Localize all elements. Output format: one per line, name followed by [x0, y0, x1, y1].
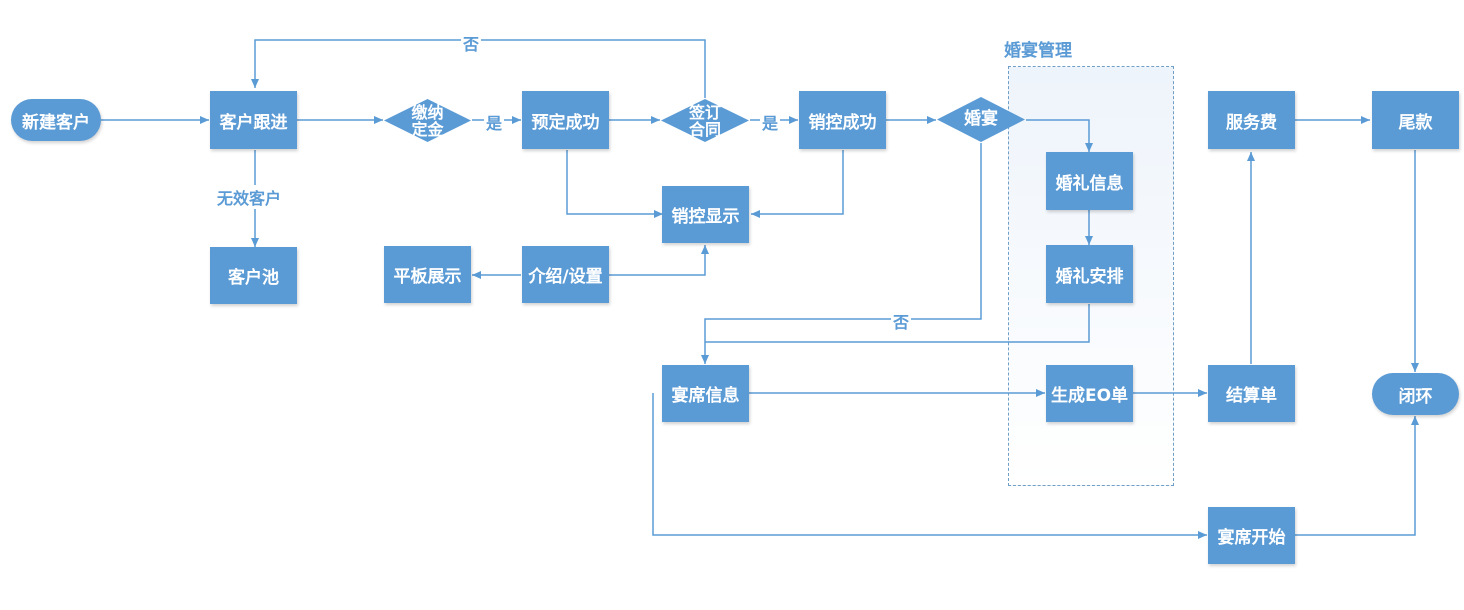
- service-fee-node[interactable]: 服务费: [1208, 91, 1295, 149]
- decision-line-1: 缴纳: [411, 102, 444, 122]
- edge-intro-to-display: [609, 245, 709, 276]
- banquet-start-node[interactable]: 宴席开始: [1208, 507, 1295, 564]
- decision-line-2: 合同: [688, 119, 721, 139]
- customer-pool-node[interactable]: 客户池: [210, 247, 297, 304]
- pay-deposit-decision[interactable]: 缴纳定金: [383, 98, 472, 143]
- edge-sales-to-display: [751, 150, 844, 218]
- diamond-shape: [937, 97, 1025, 142]
- diamond-shape: [384, 99, 471, 142]
- decision-line-1: 签订: [688, 102, 721, 122]
- generate-eo-node[interactable]: 生成EO单: [1046, 365, 1133, 422]
- edge-banquet-to-start: [652, 393, 1207, 539]
- sign-contract-decision[interactable]: 签订合同: [660, 98, 750, 143]
- edge-start-to-closed: [1295, 416, 1419, 536]
- wedding-arrange-node[interactable]: 婚礼安排: [1046, 245, 1133, 303]
- edge-label-no-wedding: 否: [891, 309, 912, 333]
- new-customer-node[interactable]: 新建客户: [11, 99, 101, 141]
- wedding-banquet-decision[interactable]: 婚宴: [936, 96, 1026, 143]
- edge-label-no-top: 否: [461, 31, 482, 55]
- decision-line-2: 定金: [411, 119, 444, 139]
- edge-label-yes-deposit: 是: [484, 110, 505, 134]
- group-title: 婚宴管理: [1004, 41, 1072, 61]
- closed-loop-node[interactable]: 闭环: [1372, 373, 1459, 415]
- diamond-shape: [661, 99, 749, 142]
- banquet-info-node[interactable]: 宴席信息: [662, 365, 749, 422]
- edge-wedding-to-info: [1026, 119, 1093, 152]
- edge-booking-to-display: [566, 150, 663, 218]
- edge-label-invalid-customer: 无效客户: [215, 185, 284, 209]
- intro-settings-node[interactable]: 介绍/设置: [522, 246, 609, 303]
- tablet-display-node[interactable]: 平板展示: [384, 246, 471, 303]
- sales-display-node[interactable]: 销控显示: [662, 186, 749, 243]
- edge-label-yes-contract: 是: [760, 110, 781, 134]
- final-payment-node[interactable]: 尾款: [1372, 91, 1459, 149]
- booking-success-node[interactable]: 预定成功: [522, 91, 609, 149]
- wedding-info-node[interactable]: 婚礼信息: [1046, 152, 1133, 210]
- customer-follow-node[interactable]: 客户跟进: [210, 91, 297, 149]
- decision-label: 婚宴: [964, 109, 998, 129]
- sales-success-node[interactable]: 销控成功: [799, 91, 886, 149]
- edge-arrange-to-banquet: [705, 304, 1090, 343]
- settlement-node[interactable]: 结算单: [1208, 365, 1295, 422]
